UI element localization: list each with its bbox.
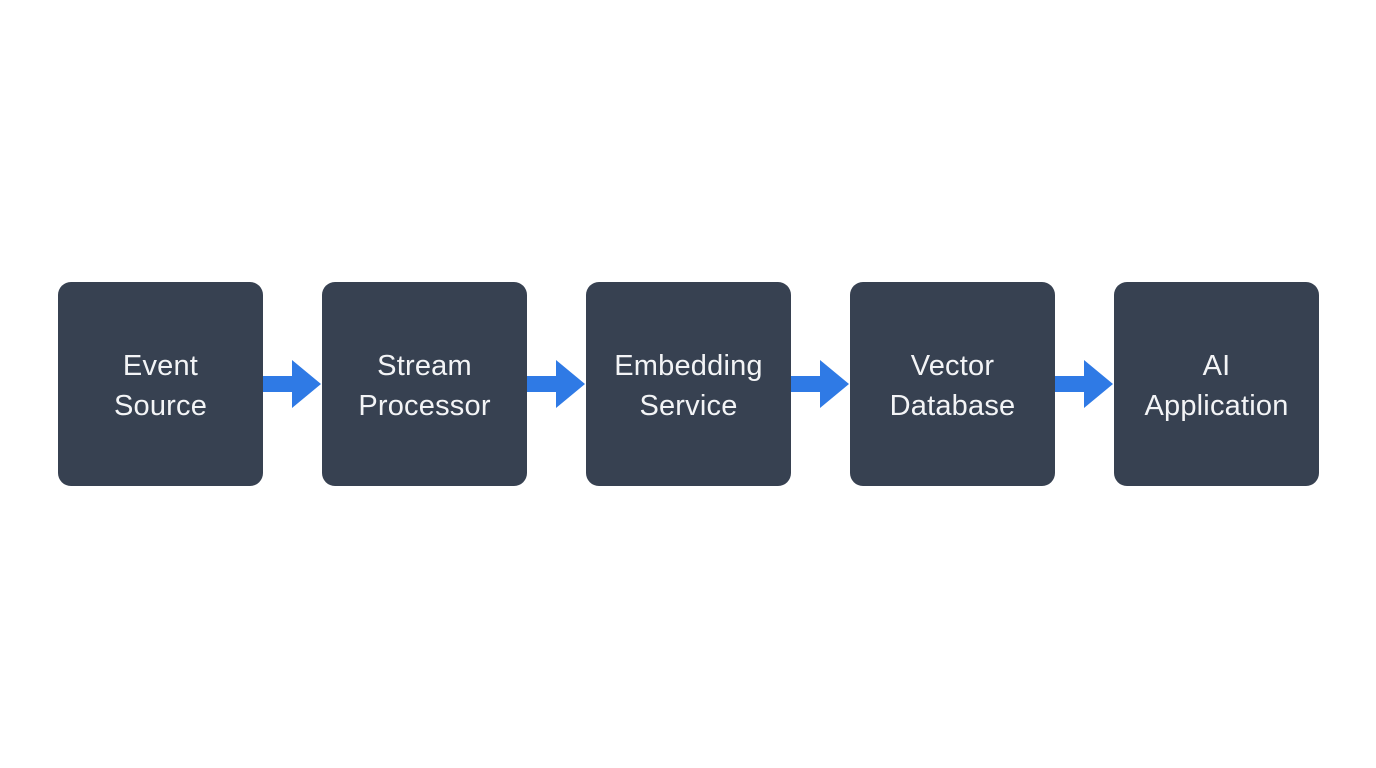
node-event-source: Event Source <box>58 282 263 486</box>
arrow-right-icon <box>527 360 585 408</box>
node-label-line2: Application <box>1144 390 1289 422</box>
node-label-line2: Source <box>113 390 208 422</box>
node-label-line2: Service <box>639 390 738 422</box>
node-label-line1: Event <box>122 350 199 382</box>
node-vector-database: Vector Database <box>850 282 1055 486</box>
node-label-line1: Embedding <box>614 350 763 382</box>
arrow-right-icon <box>1055 360 1113 408</box>
node-label-line1: Vector <box>910 350 995 382</box>
node-label-line2: Database <box>889 390 1016 422</box>
node-label-line1: AI <box>1202 350 1231 382</box>
node-ai-application: AI Application <box>1114 282 1319 486</box>
arrow-right-icon <box>791 360 849 408</box>
node-label-line1: Stream <box>377 350 472 382</box>
node-label-line2: Processor <box>358 390 491 422</box>
node-embedding-service: Embedding Service <box>586 282 791 486</box>
node-stream-processor: Stream Processor <box>322 282 527 486</box>
arrow-right-icon <box>263 360 321 408</box>
